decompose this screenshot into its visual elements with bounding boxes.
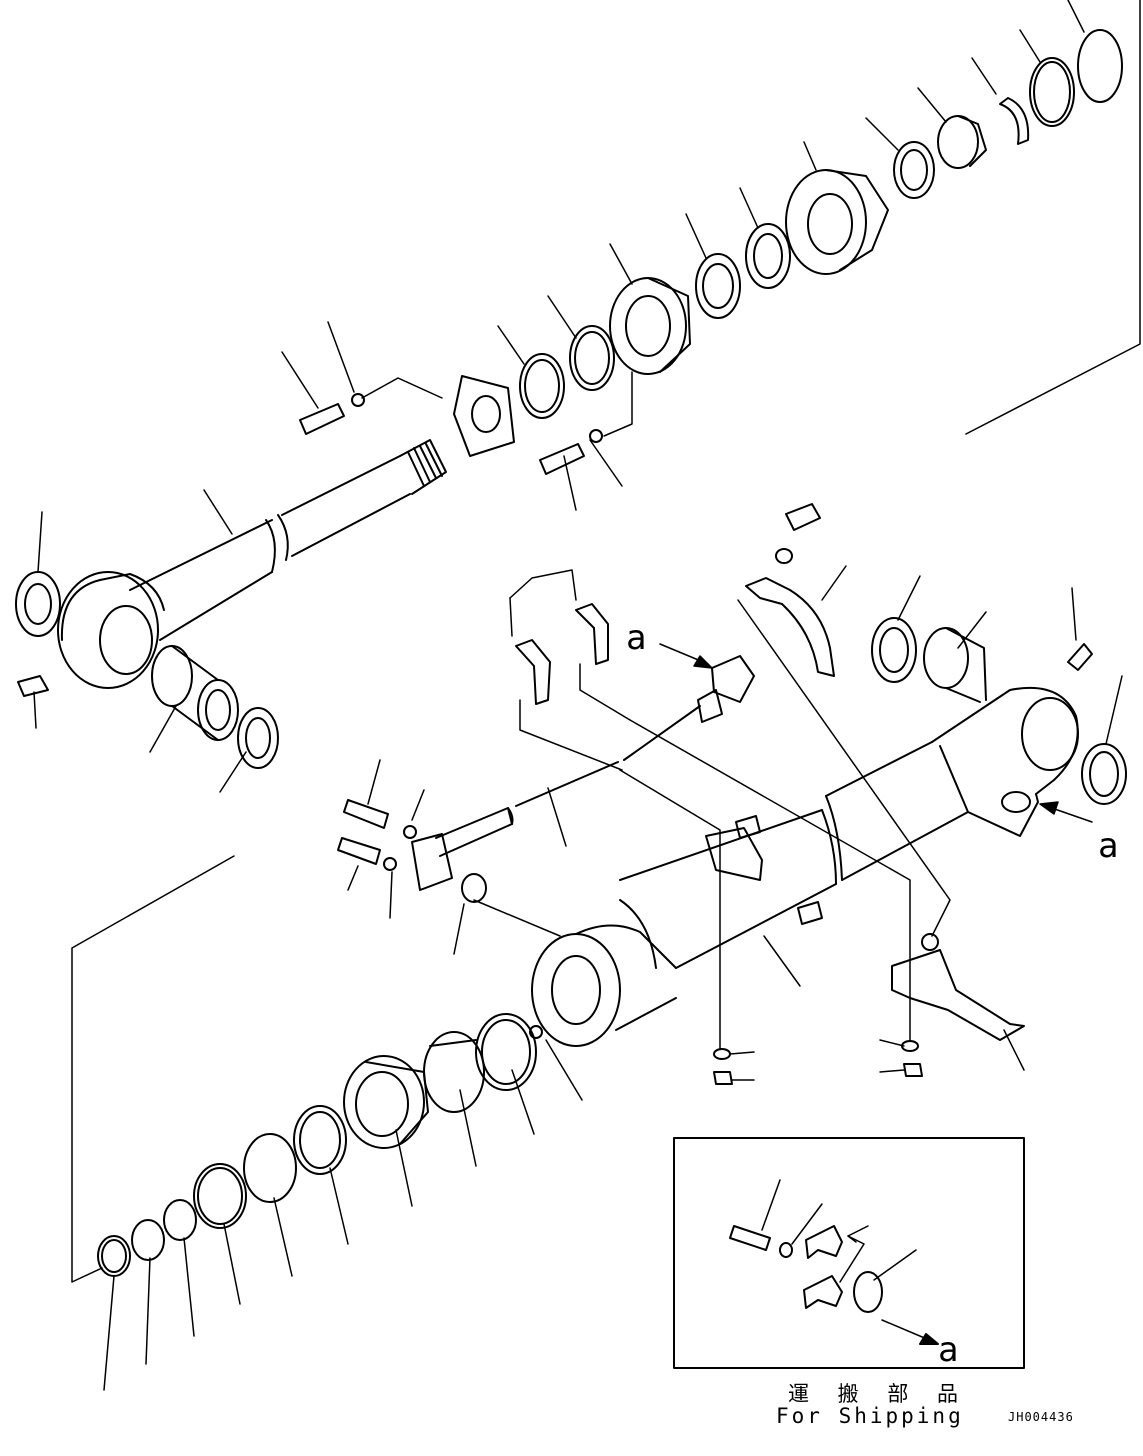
leader-lines-top [34, 0, 1140, 792]
inset-title-english: For Shipping [776, 1404, 964, 1428]
leader-lines-lower [72, 566, 1122, 1390]
head-parts-row [300, 30, 1122, 474]
callout-a-right: a [1098, 826, 1119, 866]
callout-a-inset: a [938, 1330, 959, 1370]
drawing-number: JH004436 [1008, 1410, 1074, 1424]
inset-title-japanese: 運 搬 部 品 [788, 1382, 970, 1406]
shipping-inset [674, 1138, 1024, 1368]
callout-a-top: a [626, 618, 647, 658]
tube-assembly [98, 688, 1078, 1276]
hose-assembly [338, 504, 1126, 890]
rod-assembly [16, 440, 446, 768]
